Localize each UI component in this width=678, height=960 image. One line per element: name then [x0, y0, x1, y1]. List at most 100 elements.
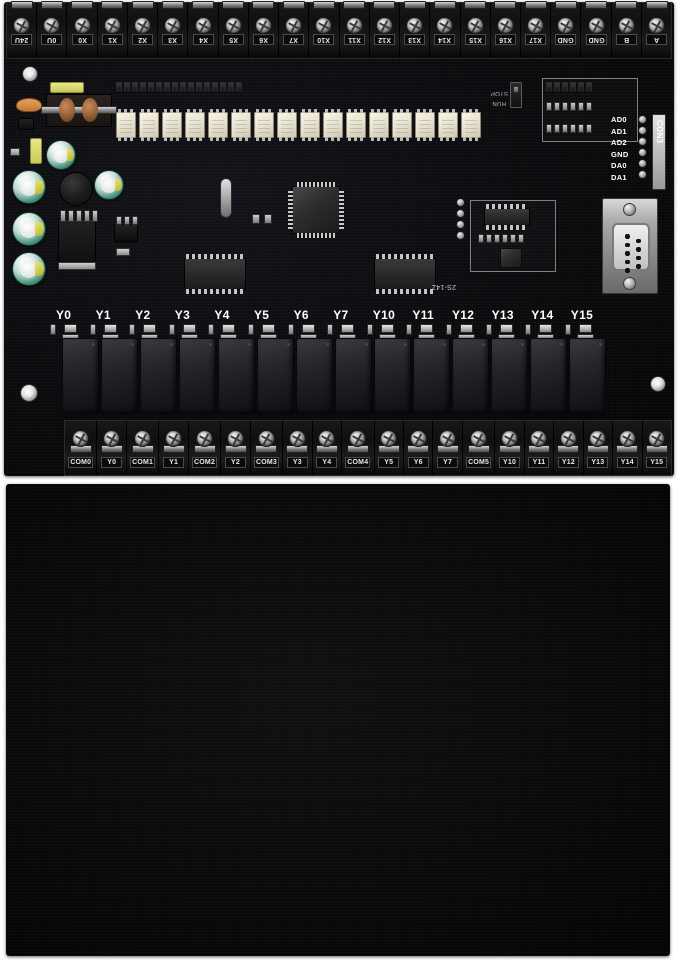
terminal-screw[interactable]: [254, 17, 272, 34]
terminal-screw[interactable]: [648, 430, 666, 447]
input-terminal-x1-3[interactable]: X1: [98, 1, 128, 58]
output-terminal-com3-6[interactable]: COM3: [251, 421, 284, 475]
output-terminal-com4-9[interactable]: COM4: [342, 421, 375, 475]
terminal-screw[interactable]: [439, 430, 457, 447]
terminal-screw[interactable]: [134, 17, 152, 34]
output-terminal-com0-0[interactable]: COM0: [65, 421, 98, 475]
terminal-screw[interactable]: [13, 17, 31, 34]
con3-pin-column[interactable]: [638, 115, 647, 179]
con3-pin-gnd[interactable]: [638, 148, 647, 157]
input-terminal-x6-8[interactable]: X6: [249, 1, 280, 58]
output-terminal-y14-18[interactable]: Y14: [613, 421, 643, 475]
output-terminal-y12-16[interactable]: Y12: [554, 421, 584, 475]
terminal-screw[interactable]: [134, 430, 152, 447]
input-terminal-gnd-19[interactable]: GND: [581, 1, 612, 58]
terminal-screw[interactable]: [345, 17, 363, 34]
db9-serial-port[interactable]: [602, 198, 658, 294]
output-terminal-y4-8[interactable]: Y4: [313, 421, 343, 475]
output-terminal-y11-15[interactable]: Y11: [525, 421, 555, 475]
terminal-screw[interactable]: [530, 430, 548, 447]
input-terminal-x5-7[interactable]: X5: [219, 1, 249, 58]
con3-pin-ad0[interactable]: [638, 115, 647, 124]
terminal-screw[interactable]: [618, 430, 636, 447]
input-terminal-x7-9[interactable]: X7: [279, 1, 310, 58]
terminal-screw[interactable]: [470, 430, 488, 447]
con3-pin-da1[interactable]: [638, 170, 647, 179]
terminal-screw[interactable]: [285, 17, 303, 34]
terminal-screw[interactable]: [501, 430, 519, 447]
output-terminal-y10-14[interactable]: Y10: [495, 421, 525, 475]
pin[interactable]: [456, 198, 465, 207]
terminal-screw[interactable]: [257, 430, 275, 447]
terminal-screw[interactable]: [589, 430, 607, 447]
terminal-screw[interactable]: [587, 17, 605, 34]
input-terminal-x0-2[interactable]: X0: [67, 1, 98, 58]
input-terminal-x16-16[interactable]: X16: [491, 1, 521, 58]
terminal-screw[interactable]: [380, 430, 398, 447]
input-terminal-x17-17[interactable]: X17: [521, 1, 552, 58]
pin[interactable]: [456, 231, 465, 240]
terminal-screw[interactable]: [557, 17, 575, 34]
terminal-screw[interactable]: [409, 430, 427, 447]
terminal-screw[interactable]: [648, 17, 666, 34]
terminal-screw[interactable]: [496, 17, 514, 34]
switch-knob[interactable]: [513, 86, 519, 93]
terminal-screw[interactable]: [103, 17, 121, 34]
terminal-screw[interactable]: [288, 430, 306, 447]
terminal-screw[interactable]: [227, 430, 244, 447]
input-terminal-x3-5[interactable]: X3: [158, 1, 189, 58]
run-stop-switch[interactable]: [510, 82, 522, 108]
analog-header-pins[interactable]: [456, 198, 465, 240]
output-terminal-y6-11[interactable]: Y6: [404, 421, 434, 475]
pin[interactable]: [456, 209, 465, 218]
input-terminal-24u-0[interactable]: 24U: [7, 1, 38, 58]
con3-pin-da0[interactable]: [638, 159, 647, 168]
terminal-screw[interactable]: [436, 17, 454, 34]
output-terminal-y5-10[interactable]: Y5: [375, 421, 404, 475]
input-terminal-x14-14[interactable]: X14: [430, 1, 461, 58]
con3-pin-ad1[interactable]: [638, 126, 647, 135]
terminal-screw[interactable]: [349, 430, 367, 447]
terminal-screw[interactable]: [318, 430, 336, 447]
output-terminal-y13-17[interactable]: Y13: [584, 421, 614, 475]
terminal-screw[interactable]: [164, 17, 182, 34]
terminal-screw[interactable]: [617, 17, 635, 34]
terminal-screw[interactable]: [72, 430, 90, 447]
input-terminal-x11-11[interactable]: X11: [340, 1, 370, 58]
output-terminal-y3-7[interactable]: Y3: [283, 421, 313, 475]
terminal-screw[interactable]: [466, 17, 484, 34]
terminal-screw[interactable]: [194, 17, 212, 34]
con3-pin-ad2[interactable]: [638, 137, 647, 146]
output-terminal-y15-19[interactable]: Y15: [643, 421, 671, 475]
input-terminal-a-21[interactable]: A: [642, 1, 671, 58]
input-terminal-x10-10[interactable]: X10: [309, 1, 340, 58]
input-terminal-gnd-18[interactable]: GND: [551, 1, 582, 58]
output-terminal-y7-12[interactable]: Y7: [433, 421, 463, 475]
terminal-screw[interactable]: [196, 430, 214, 447]
terminal-screw[interactable]: [527, 17, 545, 34]
output-terminal-com1-2[interactable]: COM1: [127, 421, 160, 475]
terminal-screw[interactable]: [224, 17, 242, 34]
input-terminal-x4-6[interactable]: X4: [188, 1, 219, 58]
input-terminal-x12-12[interactable]: X12: [370, 1, 401, 58]
terminal-screw[interactable]: [315, 17, 333, 34]
input-terminal-x2-4[interactable]: X2: [128, 1, 159, 58]
input-terminal-b-20[interactable]: B: [612, 1, 642, 58]
pin[interactable]: [456, 220, 465, 229]
con3-header-body[interactable]: [652, 114, 666, 190]
output-terminal-com2-4[interactable]: COM2: [189, 421, 222, 475]
terminal-screw[interactable]: [165, 430, 183, 447]
output-terminal-y2-5[interactable]: Y2: [221, 421, 251, 475]
output-terminal-y1-3[interactable]: Y1: [159, 421, 189, 475]
terminal-screw[interactable]: [43, 17, 61, 34]
terminal-screw[interactable]: [406, 17, 424, 34]
output-terminal-com5-13[interactable]: COM5: [463, 421, 496, 475]
input-terminal-x13-13[interactable]: X13: [400, 1, 431, 58]
input-terminal-x15-15[interactable]: X15: [461, 1, 491, 58]
terminal-screw[interactable]: [559, 430, 577, 447]
input-terminal-0u-1[interactable]: 0U: [37, 1, 68, 58]
output-terminal-y0-1[interactable]: Y0: [97, 421, 127, 475]
terminal-screw[interactable]: [375, 17, 393, 34]
